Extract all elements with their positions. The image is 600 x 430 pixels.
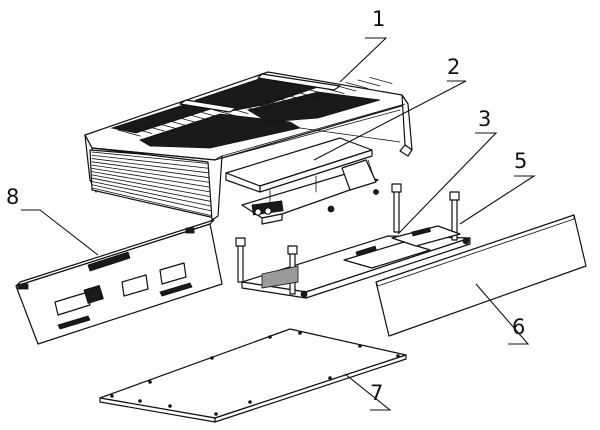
screw-hole <box>110 394 114 398</box>
fin-line <box>285 94 309 102</box>
screw-hole <box>396 354 400 358</box>
callout-5: 5 <box>514 149 527 173</box>
base-tray <box>235 183 471 299</box>
fin-line <box>189 114 213 122</box>
fin-line <box>309 89 333 97</box>
callout-6: 6 <box>512 315 525 339</box>
fin-line <box>177 117 201 124</box>
callout-leaders <box>21 37 536 411</box>
callout-2: 2 <box>447 55 460 79</box>
screw-hole <box>138 399 142 403</box>
callout-1: 1 <box>372 7 385 31</box>
front-fin-stack <box>89 149 216 219</box>
callout-3: 3 <box>478 107 491 131</box>
fin-line <box>369 77 393 84</box>
screw-hole <box>268 335 272 339</box>
fin-line <box>249 102 273 109</box>
screw-hole <box>298 331 302 335</box>
fin-line <box>297 92 321 99</box>
callout-labels: 1 2 3 5 6 7 8 <box>6 7 527 405</box>
fin-line <box>345 82 369 89</box>
fin-line <box>261 99 285 107</box>
fin-line <box>165 119 189 127</box>
fin-line <box>91 184 214 212</box>
front-fin-lines <box>91 151 214 217</box>
fin-line <box>141 124 165 132</box>
fin-line <box>273 97 297 104</box>
fin-line <box>91 171 214 193</box>
fin-line <box>91 161 214 179</box>
callout-7: 7 <box>370 381 383 405</box>
screw-hole <box>210 356 214 360</box>
fin-line <box>153 122 177 129</box>
screw-hole <box>148 380 152 384</box>
fin-line <box>91 158 214 174</box>
screw-hole <box>248 400 252 404</box>
fin-line <box>213 109 237 117</box>
screw-hole <box>214 412 218 416</box>
bottom-plate <box>99 328 407 423</box>
fin-line <box>237 104 261 112</box>
fin-line <box>91 177 214 203</box>
mainboard-carrier <box>225 137 379 225</box>
fin-line <box>117 129 141 137</box>
fin-line <box>91 174 214 198</box>
fin-line <box>201 112 225 119</box>
io-panel <box>15 219 223 345</box>
callout-8: 8 <box>6 185 19 209</box>
fin-line <box>91 187 214 217</box>
fin-line <box>91 164 214 184</box>
heatsink-fin-lines <box>117 77 393 137</box>
fin-line <box>91 181 214 207</box>
screw-hole <box>168 404 172 408</box>
heatsink-housing <box>84 71 413 221</box>
fin-line <box>91 167 214 189</box>
fin-line <box>129 127 153 134</box>
fin-line <box>357 79 381 87</box>
fin-line <box>91 151 214 165</box>
side-panel <box>375 214 587 337</box>
fin-line <box>91 154 214 170</box>
screw-hole <box>328 376 332 380</box>
bottom-plate-holes <box>110 331 400 416</box>
screw-hole <box>358 344 362 348</box>
